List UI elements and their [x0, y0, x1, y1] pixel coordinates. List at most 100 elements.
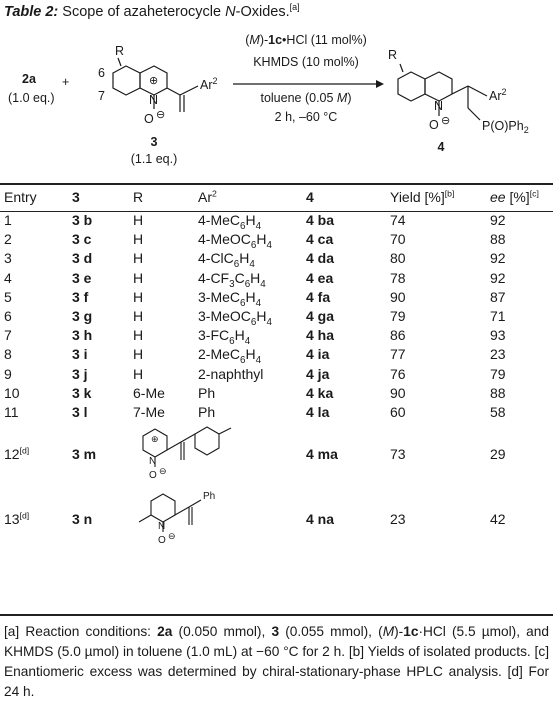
table-header-row: Entry 3 R Ar2 4 Yield [%][b] ee [%][c] — [0, 183, 553, 211]
cell-3: 3 n — [72, 511, 93, 528]
plus-sign: + — [62, 75, 69, 89]
caption-label: Table 2: — [4, 4, 59, 20]
cell-entry: 10 — [4, 384, 20, 401]
cell-yield: 60 — [390, 403, 406, 420]
cell-r: H — [133, 288, 144, 305]
minus-charge-4: ⊖ — [441, 115, 450, 127]
cell-4: 4 ha — [306, 327, 335, 344]
cell-yield: 86 — [390, 327, 406, 344]
o-atom-4: O — [429, 118, 439, 132]
r-label-4: R — [388, 48, 397, 62]
svg-text:N: N — [158, 521, 165, 532]
cell-4: 4 la — [306, 403, 330, 420]
pyridine-ring-4 — [424, 71, 453, 102]
cell-r: 6-Me — [133, 384, 165, 401]
ar2-label-4: Ar2 — [489, 87, 507, 103]
cell-entry: 2 — [4, 231, 12, 248]
plus-charge-3: ⊕ — [149, 75, 158, 87]
cell-ar2: 3-MeC6H4 — [198, 288, 262, 309]
cell-ar2: 3-FC6H4 — [198, 327, 251, 348]
cell-3: 3 j — [72, 365, 88, 382]
table-caption: Table 2: Scope of azaheterocycle N-Oxide… — [4, 3, 300, 20]
cell-ar2: 2-MeC6H4 — [198, 346, 262, 367]
cell-r: H — [133, 327, 144, 344]
cell-entry: 5 — [4, 288, 12, 305]
header-entry: Entry — [4, 189, 37, 205]
header-rule — [0, 211, 553, 212]
header-yield: Yield [%][b] — [390, 188, 455, 205]
cell-3: 3 g — [72, 308, 93, 325]
cell-entry: 12[d] — [4, 445, 30, 463]
cell-ee: 93 — [490, 327, 506, 344]
cell-ar2: 4-MeC6H4 — [198, 212, 262, 232]
cell-4: 4 da — [306, 250, 335, 267]
condition-line-4: 2 h, –60 °C — [275, 110, 338, 124]
condition-line-1: (M)-1c•HCl (11 mol%) — [245, 33, 367, 47]
caption-title-pre: Scope of azaheterocycle — [62, 4, 226, 20]
cell-yield: 73 — [390, 446, 406, 463]
footnote-text: [a] Reaction conditions: 2a (0.050 mmol)… — [4, 624, 549, 699]
condition-line-2: KHMDS (10 mol%) — [253, 55, 359, 69]
header-4: 4 — [306, 189, 314, 205]
svg-text:⊖: ⊖ — [168, 531, 176, 541]
cell-r: H — [133, 269, 144, 286]
ar2-label-3: Ar2 — [200, 76, 218, 92]
cell-ee: 88 — [490, 231, 506, 248]
compound-3-label: 3 — [151, 135, 158, 149]
cell-yield: 90 — [390, 384, 406, 401]
cell-r: H — [133, 365, 144, 382]
cell-yield: 23 — [390, 511, 406, 528]
svg-text:O: O — [158, 535, 166, 546]
cell-r: H — [133, 308, 144, 325]
cell-3: 3 d — [72, 250, 93, 267]
cell-ar2: 4-MeOC6H4 — [198, 231, 272, 252]
r-label-3: R — [115, 44, 124, 58]
cell-4: 4 na — [306, 511, 335, 528]
header-3: 3 — [72, 189, 80, 205]
n-atom-3: N — [149, 93, 158, 107]
cell-yield: 76 — [390, 365, 406, 382]
cell-entry: 1 — [4, 212, 12, 229]
cell-4: 4 ga — [306, 308, 335, 325]
product-4-label: 4 — [438, 140, 445, 154]
cell-ee: 92 — [490, 269, 506, 286]
cell-ee: 79 — [490, 365, 506, 382]
cell-yield: 80 — [390, 250, 406, 267]
header-ar2: Ar2 — [198, 188, 217, 205]
cell-4: 4 fa — [306, 288, 331, 305]
svg-text:⊖: ⊖ — [159, 466, 167, 476]
caption-title-post: -Oxides. — [235, 4, 290, 20]
structure-3m: NO⊖⊕ — [142, 426, 232, 481]
cell-entry: 13[d] — [4, 510, 30, 528]
cell-ee: 92 — [490, 212, 506, 229]
cell-4: 4 ka — [306, 384, 334, 401]
cell-3: 3 h — [72, 327, 93, 344]
svg-text:O: O — [149, 470, 157, 481]
cell-3: 3 i — [72, 346, 88, 363]
cell-ee: 42 — [490, 511, 506, 528]
cell-ee: 88 — [490, 384, 506, 401]
cell-entry: 8 — [4, 346, 12, 363]
bottom-rule — [0, 614, 553, 616]
cell-4: 4 ea — [306, 269, 334, 286]
reaction-scheme: 2a (1.0 eq.) + R 6 7 N ⊕ O ⊖ Ar2 3 (1.1 … — [8, 33, 529, 166]
cell-4: 4 ma — [306, 446, 338, 463]
cell-ar2: 4-ClC6H4 — [198, 250, 255, 271]
cell-yield: 78 — [390, 269, 406, 286]
cell-r: H — [133, 231, 144, 248]
cell-yield: 79 — [390, 308, 406, 325]
cell-3: 3 b — [72, 212, 93, 229]
cell-4: 4 ca — [306, 231, 334, 248]
benzo-ring-3 — [112, 65, 141, 96]
top-rule — [0, 183, 553, 185]
